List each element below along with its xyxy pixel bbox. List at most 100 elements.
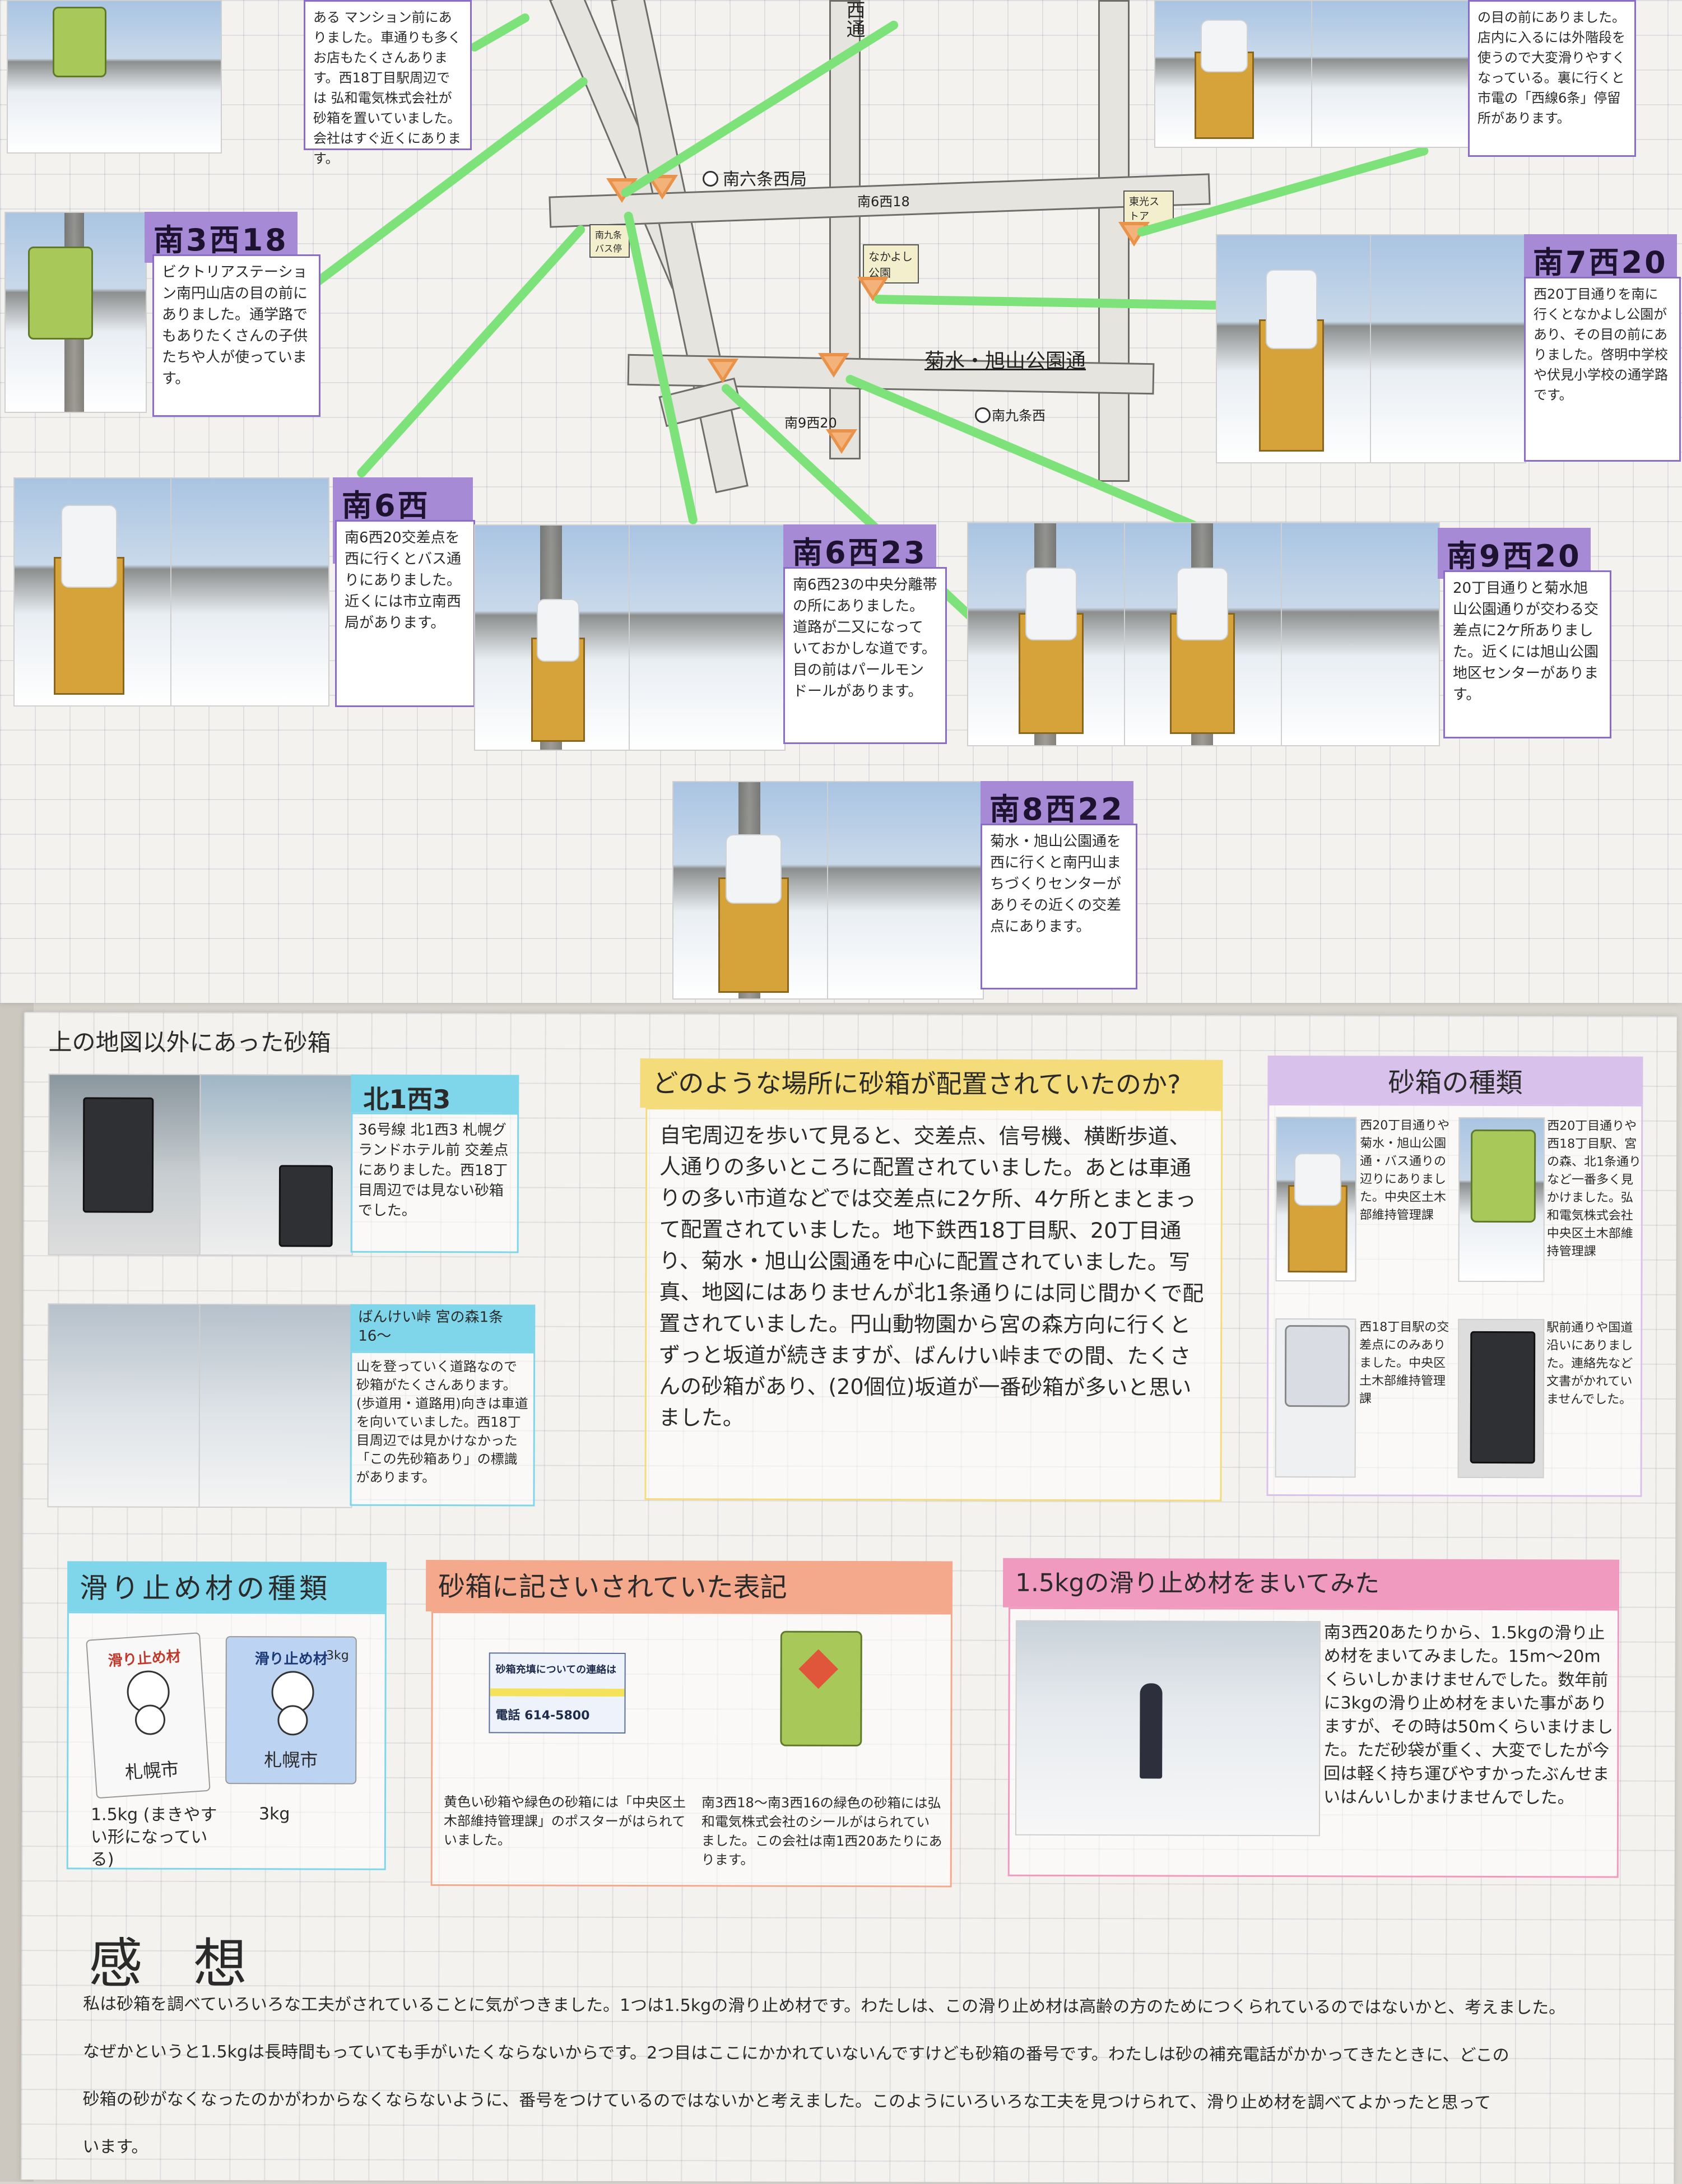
photo-spreading bbox=[1015, 1620, 1321, 1837]
connector-line bbox=[844, 373, 1199, 531]
section-title-notation: 砂箱に記さいされていた表記 bbox=[425, 1560, 953, 1613]
card-bankei: ばんけい峠 宮の森1条16〜 山を登っていく道路なので砂箱がたくさんあります。(… bbox=[47, 1303, 552, 1508]
warning-diamond-icon bbox=[798, 1649, 839, 1689]
bag-caption: 3kg bbox=[258, 1804, 290, 1824]
notation-text-left: 黄色い砂箱や緑色の砂箱には「中央区土木部維持管理課」のポスターがはられていました… bbox=[443, 1794, 686, 1848]
bag-caption: 1.5kg (まきやすい形になっている) bbox=[90, 1805, 217, 1870]
photo-sandbox bbox=[199, 1074, 354, 1256]
photo-green-sandbox bbox=[1458, 1117, 1545, 1282]
card-text: の目の前にありました。店内に入るには外階段を使うので大変滑りやすくなっている。裏… bbox=[1468, 0, 1636, 157]
section-text-where: 自宅周辺を歩いて見ると、交差点、信号機、横断歩道、人通りの多いところに配置されて… bbox=[644, 1108, 1223, 1502]
yellow-sandbox-icon bbox=[718, 834, 789, 993]
snowman-icon bbox=[126, 1669, 171, 1715]
tram-stop-icon bbox=[975, 407, 991, 423]
green-sandbox-icon bbox=[1470, 1129, 1536, 1223]
impression-line: 私は砂箱を調べていろいろな工夫がされていることに気がつきました。1つは1.5kg… bbox=[83, 1994, 1566, 2018]
photo-street bbox=[629, 524, 786, 751]
photo-yellow-sandbox bbox=[1275, 1116, 1357, 1282]
section-title-antislip: 滑り止め材の種類 bbox=[67, 1561, 387, 1613]
location-label: 南7西20 bbox=[1524, 234, 1677, 285]
green-sandbox-icon bbox=[53, 7, 106, 77]
card-n1w3: 北1西3 36号線 北1西3 札幌グランドホテル前 交差点にありました。西18丁… bbox=[48, 1074, 553, 1256]
photo-street bbox=[1281, 522, 1440, 746]
section-box-notation: 砂箱充填についての連絡は 電話 614-5800 黄色い砂箱や緑色の砂箱には「中… bbox=[430, 1611, 952, 1888]
photo-sandbox bbox=[13, 477, 173, 707]
card-text: 20丁目通りと菊水旭山公園通りが交わる交差点に2ケ所ありました。近くには旭山公園… bbox=[1443, 570, 1611, 738]
bag-title: 滑り止め材 bbox=[107, 1648, 182, 1670]
dark-sandbox-icon bbox=[278, 1165, 333, 1247]
photo-snow-road bbox=[47, 1303, 202, 1508]
photo-street bbox=[170, 477, 329, 707]
poster-top-map: 西通 南六条西局 南6西18 菊水・旭山公園通 南九条西 南9西20 なかよし公… bbox=[0, 0, 1682, 1003]
yellow-sandbox-icon bbox=[1170, 568, 1235, 734]
yellow-sandbox-icon bbox=[1195, 20, 1254, 139]
notice-poster: 砂箱充填についての連絡は 電話 614-5800 bbox=[489, 1652, 626, 1734]
card-s7w20: 南7西20 西20丁目通りを南に行くとなかよし公園があり、その目の前にありました… bbox=[1216, 234, 1681, 464]
green-sandbox-icon bbox=[28, 247, 93, 340]
tram-stop-icon bbox=[703, 171, 718, 187]
dark-sandbox-icon bbox=[1470, 1331, 1536, 1464]
section-title-where: どのような場所に砂箱が配置されていたのか? bbox=[640, 1058, 1223, 1109]
card-s3w18: 南3西18 ビクトリアステーション南円山店の目の前にありました。通学路でもありた… bbox=[4, 212, 320, 417]
photo-dark-sandbox bbox=[1457, 1318, 1545, 1479]
type-text: 西18丁目駅の交差点にのみありました。中央区土木部維持管理課 bbox=[1359, 1320, 1449, 1406]
card-s9w20: 南9西20 20丁目通りと菊水旭山公園通りが交わる交差点に2ケ所ありました。近く… bbox=[967, 522, 1611, 746]
photo-sandbox bbox=[7, 0, 222, 154]
card-text: 西20丁目通りを南に行くとなかよし公園があり、その目の前にありました。啓明中学校… bbox=[1524, 277, 1681, 462]
notice-stripe bbox=[490, 1688, 625, 1697]
section-title-spread: 1.5kgの滑り止め材をまいてみた bbox=[1002, 1558, 1620, 1609]
type-text: 西20丁目通りや菊水・旭山公園通・バス通りの辺りにありました。中央区土木部維持管… bbox=[1359, 1118, 1450, 1223]
card-top-right: の目の前にありました。店内に入るには外階段を使うので大変滑りやすくなっている。裏… bbox=[1154, 0, 1636, 157]
card-text: 山を登っていく道路なので砂箱がたくさんあります。(歩道用・道路用)向きは車道を向… bbox=[350, 1351, 536, 1507]
photo-sandbox bbox=[672, 781, 829, 1000]
photo-white-sandbox bbox=[1275, 1318, 1356, 1478]
map-sign-bus: 南九条バス停 bbox=[589, 224, 630, 258]
section-heading-other-sandboxes: 上の地図以外にあった砂箱 bbox=[48, 1028, 331, 1057]
photo-snow-road bbox=[198, 1303, 353, 1508]
location-label: 南6西23 bbox=[783, 524, 936, 575]
card-text: ある マンション前にありました。車通りも多く お店もたくさんあります。西18丁目… bbox=[304, 0, 472, 166]
photo-sandbox bbox=[1124, 522, 1283, 746]
location-label: 南9西20 bbox=[1438, 528, 1591, 579]
location-label: 南3西18 bbox=[145, 212, 298, 263]
card-text: 36号線 北1西3 札幌グランドホテル前 交差点にありました。西18丁目周辺では… bbox=[350, 1112, 519, 1253]
photo-sandbox bbox=[474, 524, 631, 751]
yellow-sandbox-icon bbox=[1288, 1185, 1348, 1273]
antislip-bag-large: 滑り止め材 3kg 札幌市 bbox=[225, 1636, 357, 1785]
sandbox-marker-icon bbox=[707, 359, 738, 383]
photo-sandbox bbox=[1154, 0, 1313, 148]
card-text: 菊水・旭山公園通を西に行くと南円山まちづくりセンターがありその近くの交差点にあり… bbox=[981, 824, 1137, 989]
map-label-kikusui-road: 菊水・旭山公園通 bbox=[924, 350, 1086, 373]
photo-sandbox bbox=[967, 522, 1126, 746]
impression-line: なぜかというと1.5kgは長時間もっていても手がいたくならないからです。2つ目は… bbox=[82, 2042, 1509, 2066]
section-box-spread: 南3西20あたりから、1.5kgの滑り止め材をまいてみました。15m〜20mくら… bbox=[1007, 1607, 1619, 1878]
sandbox-marker-icon bbox=[826, 429, 857, 454]
poster-bottom-report: 上の地図以外にあった砂箱 北1西3 36号線 北1西3 札幌グランドホテル前 交… bbox=[21, 1012, 1677, 2184]
section-box-types: 西20丁目通りや菊水・旭山公園通・バス通りの辺りにありました。中央区土木部維持管… bbox=[1266, 1103, 1643, 1497]
card-s6w23: 南6西23 南6西23の中央分離帯の所にありました。道路が二又になっていておかし… bbox=[474, 524, 950, 751]
section-box-antislip: 滑り止め材 札幌市 滑り止め材 3kg 札幌市 1.5kg (まきやすい形になっ… bbox=[66, 1611, 387, 1870]
photo-sandbox bbox=[1216, 234, 1372, 463]
notice-phone: 電話 614-5800 bbox=[495, 1708, 590, 1723]
type-text: 駅前通りや国道沿いにありました。連絡先など文書がかれていませんでした。 bbox=[1546, 1321, 1633, 1407]
yellow-sandbox-icon bbox=[1259, 269, 1324, 452]
type-text: 西20丁目通りや西18丁目駅、宮の森、北1条通りなど一番多く見かけました。弘和電… bbox=[1546, 1119, 1642, 1259]
photo-sandbox bbox=[4, 212, 147, 413]
photo-sandbox bbox=[48, 1074, 202, 1256]
location-label: 北1西3 bbox=[351, 1074, 519, 1114]
green-sandbox-icon bbox=[780, 1630, 862, 1747]
person-figure bbox=[1140, 1683, 1163, 1779]
sandbox-marker-icon bbox=[818, 353, 849, 378]
notation-text-right: 南3西18〜南3西16の緑色の砂箱には弘和電気株式会社のシールがはられていました… bbox=[701, 1795, 942, 1868]
location-label: ばんけい峠 宮の森1条16〜 bbox=[350, 1304, 536, 1352]
bag-weight: 3kg bbox=[326, 1648, 349, 1663]
section-title-types: 砂箱の種類 bbox=[1267, 1055, 1643, 1105]
card-top-left: ある マンション前にありました。車通りも多く お店もたくさんあります。西18丁目… bbox=[7, 0, 472, 166]
yellow-sandbox-icon bbox=[531, 599, 585, 742]
bag-city: 札幌市 bbox=[264, 1749, 318, 1771]
connector-line bbox=[873, 295, 1222, 310]
card-text: 南6西20交差点を西に行くとバス通りにありました。近くには市立南西局があります。 bbox=[335, 520, 475, 707]
yellow-sandbox-icon bbox=[54, 505, 124, 695]
white-sandbox-icon bbox=[1284, 1325, 1350, 1407]
connector-line bbox=[355, 223, 587, 480]
